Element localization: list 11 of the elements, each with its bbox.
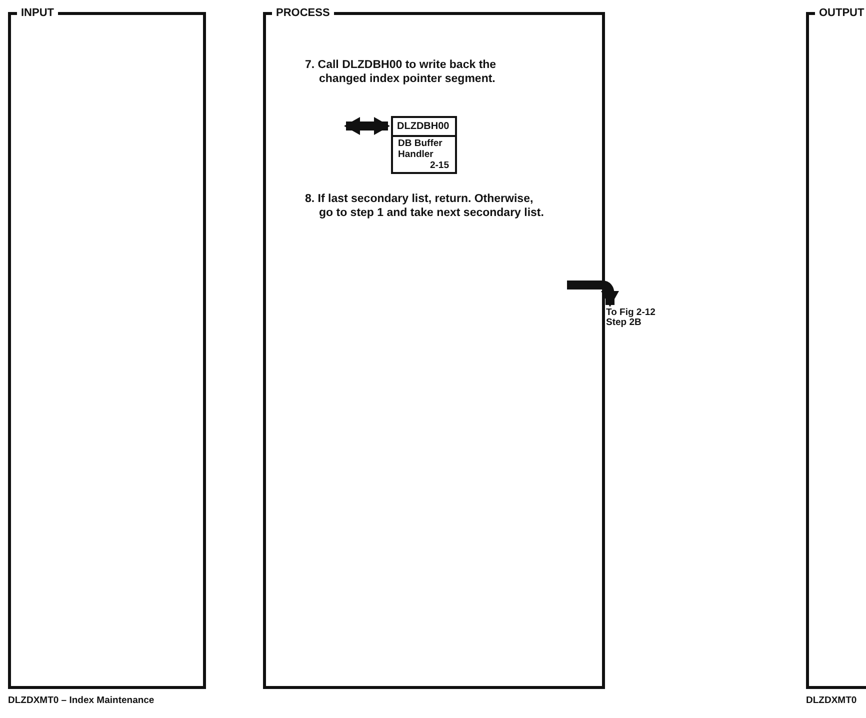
arrow xyxy=(344,117,390,135)
module-box xyxy=(391,116,457,174)
page-reference: 2-15 xyxy=(428,160,450,172)
footer-text: DLZDXMT0 xyxy=(806,695,857,706)
reference-text: To Fig 2-12 Step 2B xyxy=(606,308,666,330)
module-description: DB Buffer Handler xyxy=(397,137,444,160)
footer-text: DLZDXMT0 – Index Maintenance xyxy=(8,695,154,706)
module-name: DLZDBH00 xyxy=(393,118,455,137)
step-text: 7. Call DLZDBH00 to write back the changed index pointer segment. xyxy=(305,58,545,90)
arrow xyxy=(567,280,619,307)
step-text: 8. If last secondary list, return. Otherwise, go to step 1 and take next secondary list. xyxy=(305,192,545,238)
